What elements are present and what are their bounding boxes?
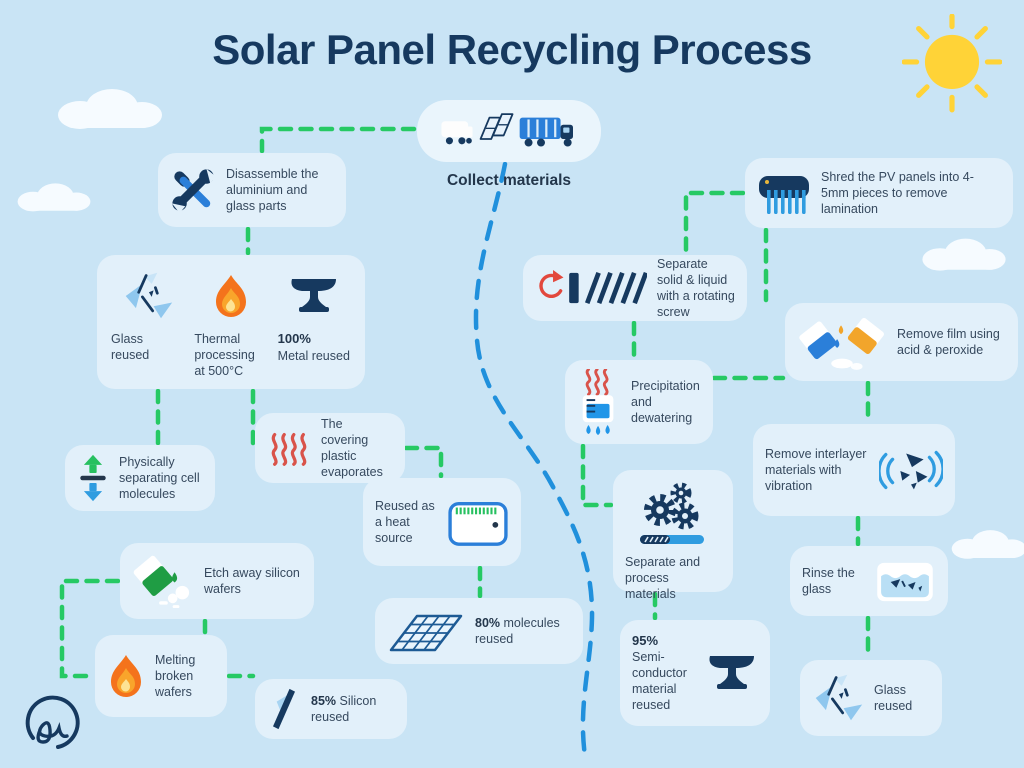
card-recovery-outputs: Glass reused Thermal processing at 500°C: [97, 255, 365, 389]
card-remove-film-text: Remove film using acid & peroxide: [897, 327, 1000, 357]
anvil-icon: [706, 653, 758, 693]
card-disassemble-text: Disassemble the aluminium and glass part…: [226, 167, 319, 213]
card-shred: Shred the PV panels into 4-5mm pieces to…: [745, 158, 1013, 228]
sun-icon: [902, 14, 1002, 113]
card-rinse: Rinse the glass: [790, 546, 948, 616]
acid-beakers-icon: [797, 313, 887, 371]
card-silicon-reused: 85% Silicon reused: [255, 679, 407, 739]
collect-materials-label: Collect materials: [446, 172, 572, 189]
cloud-icon: [951, 530, 1024, 559]
card-semiconductor-text: 95%Semi-conductor material reused: [632, 632, 687, 713]
dewatering-beaker-icon: [577, 369, 621, 435]
card-heat-source-text: Reused as a heat source: [375, 499, 435, 545]
shredder-icon: [757, 170, 811, 216]
etch-beaker-icon: [132, 553, 194, 609]
heat-waves-icon: [267, 428, 311, 468]
card-collect-materials: [417, 100, 601, 162]
card-etch-text: Etch away silicon wafers: [204, 566, 300, 596]
green-connectors: [59, 126, 871, 679]
up-down-arrows-icon: [77, 453, 109, 503]
card-precipitation: Precipitation and dewatering: [565, 360, 713, 444]
blue-flow-line: [473, 161, 595, 759]
card-interlayer-text: Remove interlayer materials with vibrati…: [765, 447, 867, 493]
card-separate-process: Separate and process materials: [613, 470, 733, 601]
card-rotating-screw-text: Separate solid & liquid with a rotating …: [657, 257, 735, 319]
card-separate-process-text: Separate and process materials: [625, 555, 701, 601]
card-etch: Etch away silicon wafers: [120, 543, 314, 619]
gears-icon: [638, 480, 708, 548]
card-covering-plastic-text: The covering plastic evaporates: [321, 417, 383, 479]
page-title: Solar Panel Recycling Process: [212, 26, 812, 73]
card-physical-separation-text: Physically separating cell molecules: [119, 455, 200, 501]
card-interlayer: Remove interlayer materials with vibrati…: [753, 424, 955, 516]
anvil-icon: [288, 267, 340, 325]
brand-logo: [25, 695, 80, 749]
rinse-basin-icon: [874, 559, 936, 603]
card-silicon-text: 85% Silicon reused: [311, 694, 377, 724]
output-thermal-processing: Thermal processing at 500°C: [194, 267, 267, 378]
broken-glass-icon: [122, 267, 174, 325]
card-molecules-reused: 80% molecules reused: [375, 598, 583, 664]
trucks-and-panels-icon: [431, 107, 587, 155]
card-rinse-text: Rinse the glass: [802, 566, 855, 596]
flame-icon: [212, 267, 250, 325]
tools-icon: [170, 167, 216, 213]
output-glass-label: Glass reused: [111, 332, 150, 362]
card-glass-reused-text: Glass reused: [874, 683, 913, 713]
card-disassemble: Disassemble the aluminium and glass part…: [158, 153, 346, 227]
vibration-icon: [879, 443, 943, 497]
card-shred-text: Shred the PV panels into 4-5mm pieces to…: [821, 170, 974, 216]
cloud-icon: [922, 238, 1006, 271]
card-physical-separation: Physically separating cell molecules: [65, 445, 215, 511]
card-precipitation-text: Precipitation and dewatering: [631, 379, 700, 425]
cloud-icon: [17, 183, 91, 212]
silicon-shard-icon: [267, 687, 301, 731]
card-glass-reused: Glass reused: [800, 660, 942, 736]
flame-icon: [107, 653, 145, 699]
card-covering-plastic: The covering plastic evaporates: [255, 413, 405, 483]
card-heat-source: Reused as a heat source: [363, 478, 521, 566]
rotating-screw-icon: [535, 267, 647, 309]
card-melting-text: Melting broken wafers: [155, 653, 196, 699]
card-remove-film: Remove film using acid & peroxide: [785, 303, 1018, 381]
heater-icon: [447, 496, 509, 548]
broken-glass-icon: [812, 673, 864, 723]
output-glass-reused: Glass reused: [111, 267, 184, 377]
output-metal-label: 100%Metal reused: [277, 331, 350, 363]
card-molecules-text: 80% molecules reused: [475, 616, 560, 646]
card-rotating-screw: Separate solid & liquid with a rotating …: [523, 255, 747, 321]
output-thermal-label: Thermal processing at 500°C: [194, 332, 255, 378]
card-semiconductor: 95%Semi-conductor material reused: [620, 620, 770, 726]
card-melting: Melting broken wafers: [95, 635, 227, 717]
solar-panel-icon: [387, 608, 465, 654]
cloud-icon: [58, 89, 162, 129]
output-metal-reused: 100%Metal reused: [278, 267, 351, 377]
